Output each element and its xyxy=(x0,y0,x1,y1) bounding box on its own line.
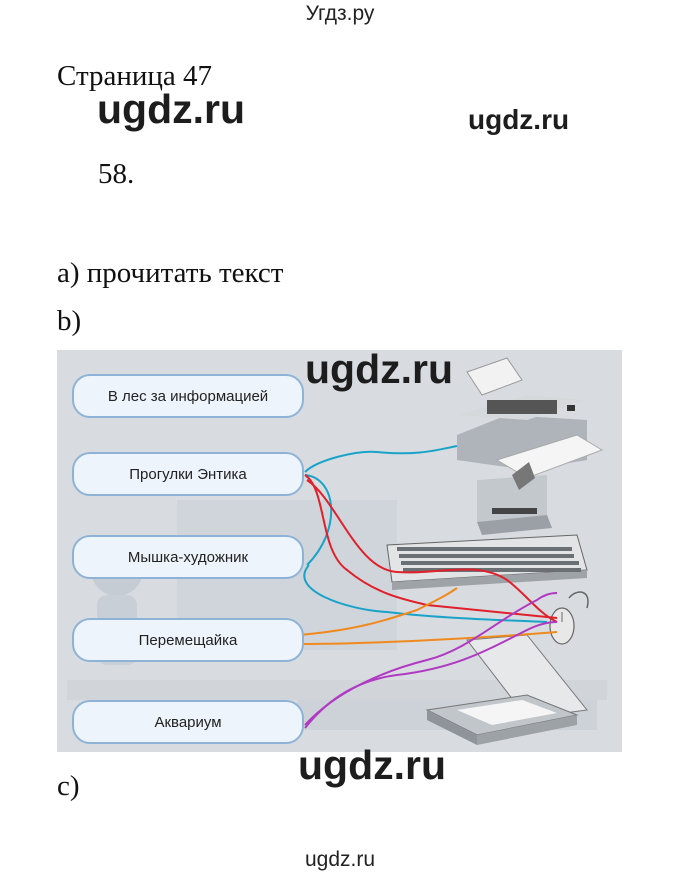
answer-b: b) xyxy=(57,305,82,337)
answer-c: c) xyxy=(57,770,80,802)
matching-figure: В лес за информацией Прогулки Энтика Мыш… xyxy=(57,350,622,752)
task-number: 58. xyxy=(98,158,135,190)
watermark: ugdz.ru xyxy=(305,346,454,392)
answer-a: a) прочитать текст xyxy=(57,257,284,289)
connection-lines xyxy=(298,445,558,729)
floppy-drive-icon xyxy=(477,462,552,535)
label-box: В лес за информацией xyxy=(72,374,304,418)
label-box: Перемещайка xyxy=(72,618,304,662)
watermark: ugdz.ru xyxy=(97,86,246,132)
scanner-icon xyxy=(425,634,588,745)
site-footer: ugdz.ru xyxy=(304,848,376,871)
label-box: Аквариум xyxy=(72,700,304,744)
page-title: Страница 47 xyxy=(57,60,213,92)
label-box: Мышка-художник xyxy=(72,535,304,579)
watermark: ugdz.ru xyxy=(298,742,447,788)
watermark: ugdz.ru xyxy=(468,104,570,135)
label-box: Прогулки Энтика xyxy=(72,452,304,496)
site-header: Угдз.ру xyxy=(305,2,375,25)
